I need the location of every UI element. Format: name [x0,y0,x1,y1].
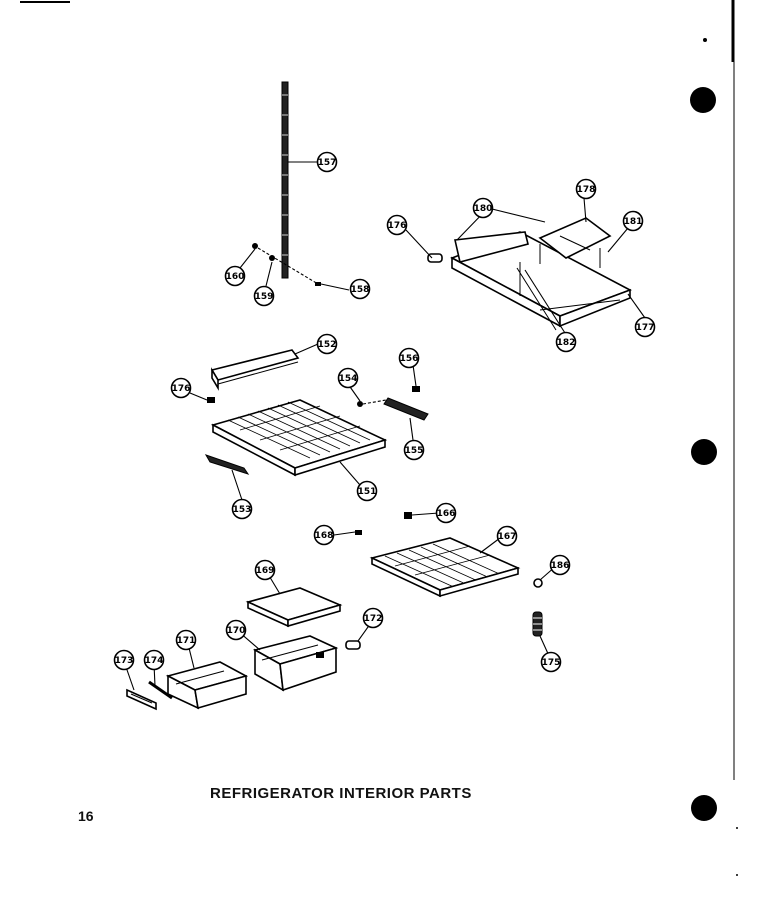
callout-166: 166 [435,502,457,524]
clip-168 [355,530,362,535]
callout-178-label: 178 [577,185,596,195]
callout-176-upper-label: 176 [388,221,407,231]
callout-156: 156 [398,347,420,369]
callout-157-label: 157 [318,158,337,168]
callout-169-label: 169 [256,566,275,576]
callout-151-label: 151 [358,487,377,497]
callout-180-label: 180 [474,204,493,214]
clip-158 [315,282,321,286]
callout-172: 172 [362,607,384,629]
crisper-cover-169 [245,587,343,628]
callout-176-lower: 176 [170,377,192,399]
callout-171-label: 171 [177,636,196,646]
clip-186 [533,578,543,588]
clip-166 [404,512,412,519]
callout-159: 159 [253,285,275,307]
callout-158-label: 158 [351,285,370,295]
callout-154: 154 [337,367,359,389]
screw-159 [269,255,275,261]
clip-156 [412,386,420,392]
callout-169: 169 [254,559,276,581]
callout-152-label: 152 [318,340,337,350]
callout-170: 170 [225,619,247,641]
callout-176-lower-label: 176 [172,384,191,394]
binder-hole-2 [691,439,717,465]
callout-174-label: 174 [145,656,164,666]
bracket-152 [210,349,300,391]
pilaster-rail-157 [252,81,321,286]
callout-172-label: 172 [364,614,383,624]
callout-158: 158 [349,278,371,300]
crisper-cover-assembly [427,217,632,331]
callout-152: 152 [316,333,338,355]
callout-154-label: 154 [339,374,358,384]
callout-182-label: 182 [557,338,576,348]
clip-176 [207,397,215,403]
callout-186: 186 [549,554,571,576]
callout-174: 174 [143,649,165,671]
wire-shelf-151 [204,386,429,477]
callout-177-label: 177 [636,323,655,333]
callout-173: 173 [113,649,135,671]
callout-178: 178 [575,178,597,200]
callout-170-label: 170 [227,626,246,636]
callout-176-upper: 176 [386,214,408,236]
screw-154 [357,401,363,407]
bracket-155 [383,397,429,421]
callout-168-label: 168 [315,531,334,541]
callout-182: 182 [555,331,577,353]
callout-157: 157 [316,151,338,173]
page-title: REFRIGERATOR INTERIOR PARTS [210,785,472,802]
callout-155-label: 155 [405,446,424,456]
callout-155: 155 [403,439,425,461]
callout-181-label: 181 [624,217,643,227]
callout-166-label: 166 [437,509,456,519]
callout-153-label: 153 [233,505,252,515]
callout-160: 160 [224,265,246,287]
callout-153: 153 [231,498,253,520]
callout-168: 168 [313,524,335,546]
page-number: 16 [78,808,94,824]
binder-hole-1 [690,87,716,113]
callout-167-label: 167 [498,532,517,542]
callout-181: 181 [622,210,644,232]
binder-hole-3 [691,795,717,821]
callout-186-label: 186 [551,561,570,571]
screw-160 [252,243,258,249]
callout-159-label: 159 [255,292,274,302]
callout-160-label: 160 [226,272,245,282]
bracket-153 [204,454,250,475]
scan-artifacts [20,0,738,876]
callout-177: 177 [634,316,656,338]
callout-156-label: 156 [400,354,419,364]
callout-173-label: 173 [115,656,134,666]
crisper-pan-171 [165,661,249,710]
callout-167: 167 [496,525,518,547]
wire-shelf-167 [355,512,543,598]
callout-171: 171 [175,629,197,651]
roller-172 [345,640,361,650]
rails-173-174 [126,680,173,711]
callout-151: 151 [356,480,378,502]
spring-175 [532,611,543,637]
callout-180: 180 [472,197,494,219]
callout-175: 175 [540,651,562,673]
callout-175-label: 175 [542,658,561,668]
crisper-pan-170 [252,635,339,692]
